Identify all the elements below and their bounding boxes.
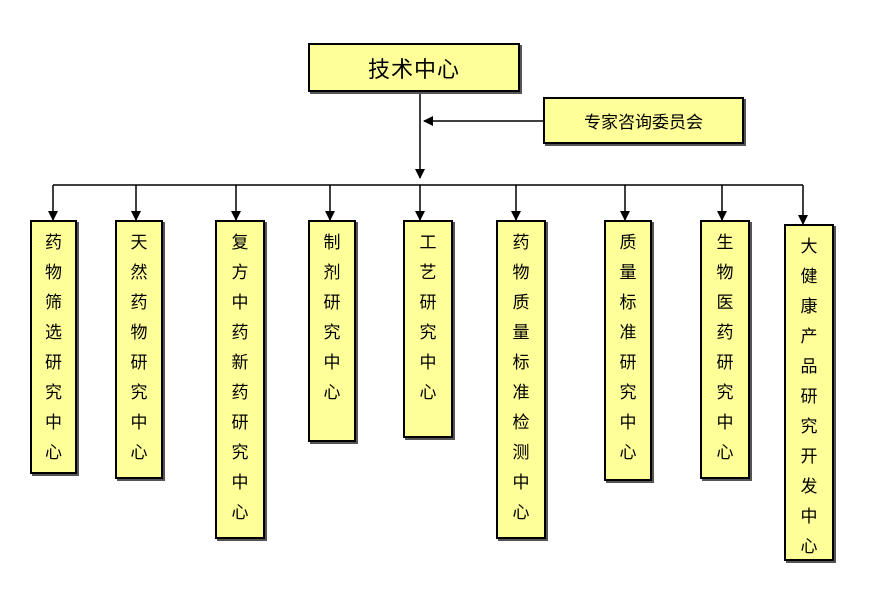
center-label: 天然药物研究中心	[130, 233, 148, 463]
center-label: 质量标准研究中心	[619, 233, 637, 463]
center-label: 制剂研究中心	[323, 233, 341, 403]
center-box-quality-testing: 药物质量标准检测中心	[496, 220, 546, 539]
center-box-formulation: 制剂研究中心	[308, 220, 356, 442]
center-label: 工艺研究中心	[419, 233, 437, 403]
center-label: 大健康产品研究开发中心	[800, 237, 818, 557]
center-box-tcm-compound: 复方中药新药研究中心	[215, 220, 265, 539]
center-box-biomedicine: 生物医药研究中心	[700, 220, 750, 479]
center-box-process: 工艺研究中心	[403, 220, 453, 438]
tech-center-box: 技术中心	[308, 43, 520, 92]
center-box-quality-standard: 质量标准研究中心	[604, 220, 652, 481]
expert-committee-label: 专家咨询委员会	[584, 113, 703, 133]
tech-center-label: 技术中心	[367, 57, 460, 83]
expert-committee-box: 专家咨询委员会	[543, 97, 744, 144]
center-label: 药物筛选研究中心	[45, 233, 62, 463]
center-label: 复方中药新药研究中心	[231, 233, 249, 523]
center-box-health-products: 大健康产品研究开发中心	[784, 224, 834, 561]
center-label: 生物医药研究中心	[716, 233, 734, 463]
center-box-natural-medicine: 天然药物研究中心	[115, 220, 163, 479]
center-label: 药物质量标准检测中心	[512, 233, 530, 523]
center-box-drug-screening: 药物筛选研究中心	[30, 220, 77, 474]
